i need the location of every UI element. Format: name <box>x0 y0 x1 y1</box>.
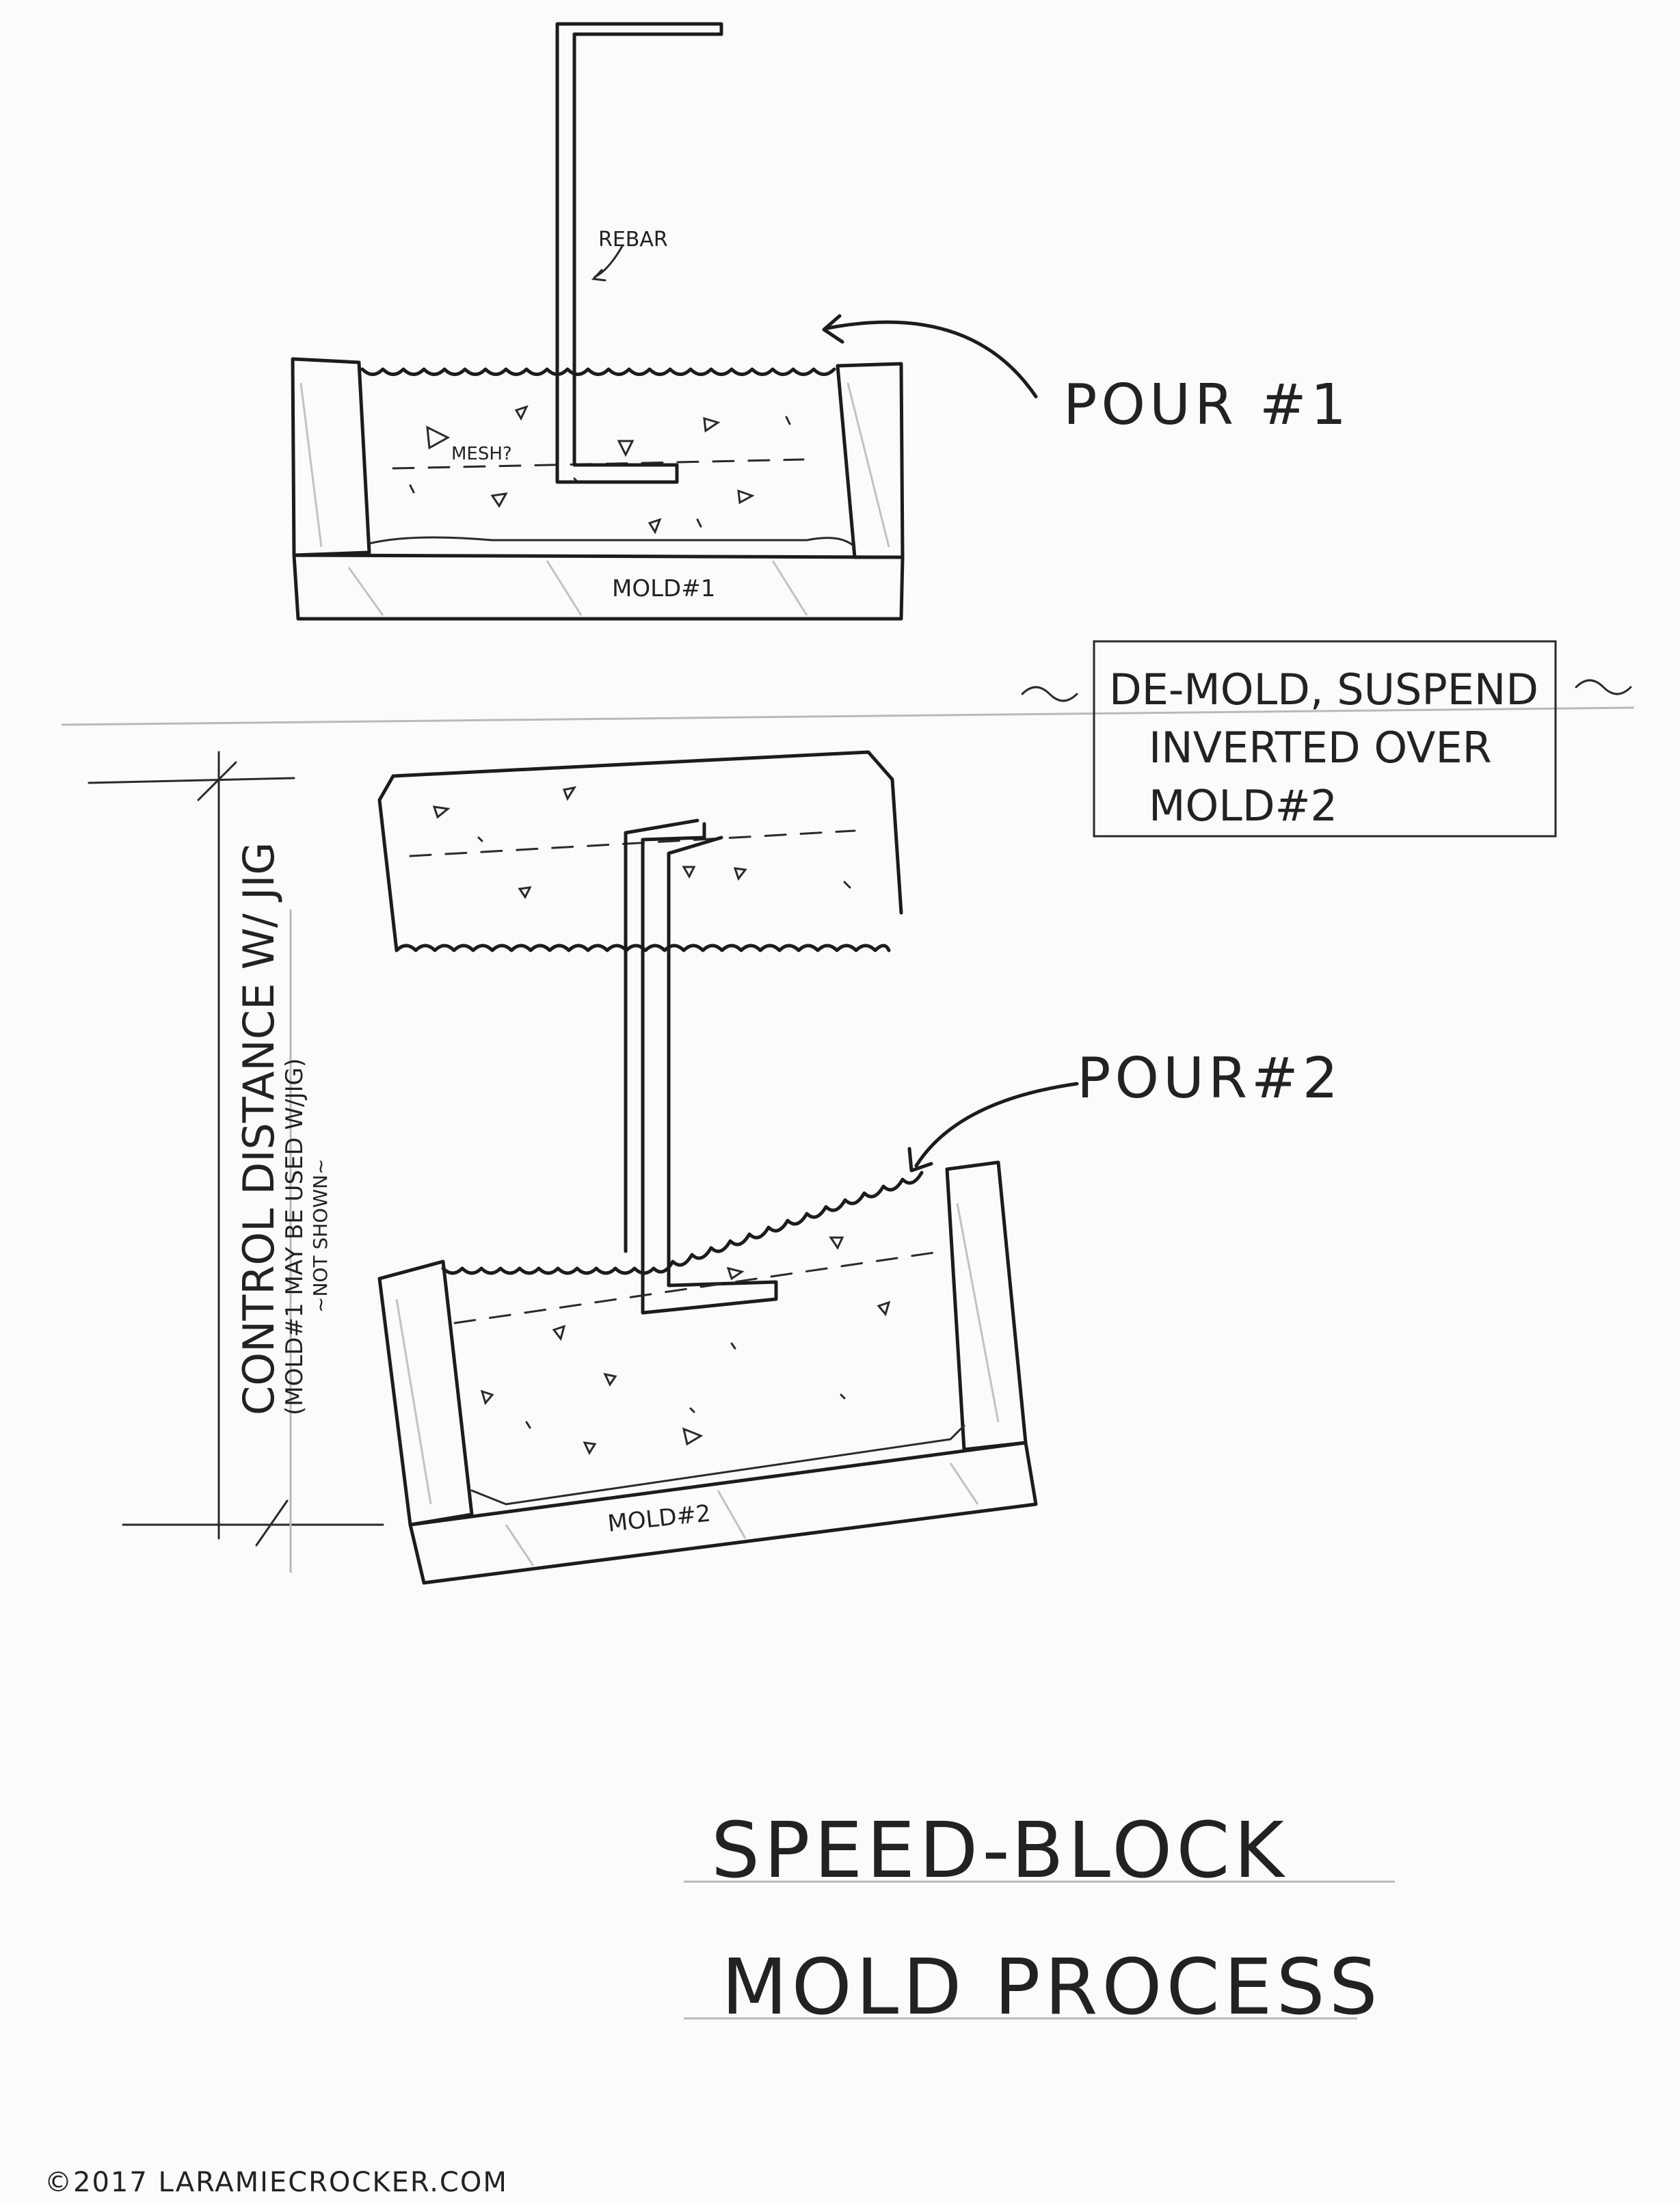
control-label-line-2: (MOLD#1 MAY BE USED W/JIG) <box>281 1058 308 1415</box>
copyright: ©2017 LARAMIECROCKER.COM <box>44 2167 508 2198</box>
wood-grain <box>395 1298 432 1505</box>
inverted-block-outline <box>391 750 903 915</box>
wood-grain <box>299 382 323 548</box>
mold-2-label: MOLD#2 <box>606 1499 712 1538</box>
wood-grain <box>505 1524 535 1566</box>
mold-2-aggregate-marks <box>480 1236 891 1456</box>
title-block: SPEED-BLOCK MOLD PROCESS <box>684 1806 1395 2032</box>
inverted-aggregate-marks <box>432 786 851 899</box>
note-line-3: MOLD#2 <box>1149 781 1337 831</box>
inverted-block <box>377 750 903 1315</box>
mold-2-assembly: MOLD#2 POUR#2 <box>377 1046 1342 1585</box>
wood-grain <box>956 1203 1000 1423</box>
rebar-label: REBAR <box>598 228 668 252</box>
mold-1-concrete-bottom <box>368 536 856 548</box>
pour-2-label: POUR#2 <box>1077 1046 1342 1111</box>
tilde-right <box>1575 679 1632 695</box>
wood-grain <box>347 567 384 616</box>
mold-2-left-wall <box>377 1259 474 1527</box>
control-distance-dimension: CONTROL DISTANCE W/ JIG (MOLD#1 MAY BE U… <box>88 751 384 1573</box>
mold-2-concrete-bottom <box>470 1424 965 1506</box>
mold-1-assembly: REBAR MESH? MOLD#1 POUR #1 <box>291 22 1350 621</box>
guide-line <box>61 706 1635 726</box>
note-box <box>1093 640 1557 838</box>
wood-grain <box>771 560 808 616</box>
wood-grain <box>546 560 583 616</box>
tilde-left <box>1021 686 1078 702</box>
pour-1-arrow <box>825 320 1038 399</box>
mold-1-base <box>292 553 905 621</box>
rebar <box>555 22 723 484</box>
inverted-mesh-line <box>409 829 856 857</box>
title-line-2: MOLD PROCESS <box>721 1943 1382 2032</box>
mesh-label: MESH? <box>451 444 512 464</box>
dimension-top-line <box>88 777 295 784</box>
wood-grain <box>949 1463 979 1505</box>
mold-1-label: MOLD#1 <box>612 575 715 602</box>
pour-1-label: POUR #1 <box>1063 373 1350 438</box>
pour-1-surface <box>360 367 836 376</box>
control-label-line-1: CONTROL DISTANCE W/ JIG <box>234 842 284 1415</box>
pour-2-arrow <box>914 1082 1079 1168</box>
mold-2-right-wall <box>945 1160 1028 1452</box>
rebar-connecting <box>641 822 778 1315</box>
aggregate-marks <box>409 405 791 535</box>
mold-1-left-wall <box>291 357 371 557</box>
note-line-1: DE-MOLD, SUSPEND <box>1109 665 1538 715</box>
demold-note: DE-MOLD, SUSPEND INVERTED OVER MOLD#2 <box>1021 640 1632 838</box>
wood-grain <box>717 1490 747 1539</box>
title-line-1: SPEED-BLOCK <box>711 1806 1288 1895</box>
inverted-block-surface <box>395 944 891 952</box>
mold-1-right-wall <box>836 362 905 559</box>
pour-2-surface <box>441 1171 924 1275</box>
note-line-2: INVERTED OVER <box>1149 723 1492 773</box>
mold-2-mesh-line <box>453 1250 945 1324</box>
mold-2-base <box>408 1441 1038 1585</box>
control-label-line-3: ~NOT SHOWN~ <box>309 1159 332 1313</box>
wood-grain <box>846 382 890 548</box>
